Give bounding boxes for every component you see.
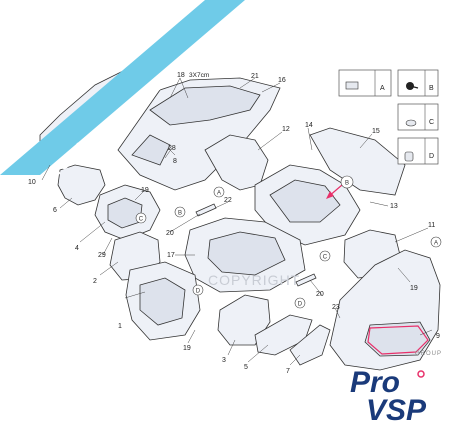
logo-line2: VSP	[366, 394, 427, 427]
logo-line1: Pro	[350, 366, 400, 399]
svg-text:B: B	[178, 211, 182, 217]
callout-18: 18	[177, 72, 185, 79]
callout-14: 14	[305, 122, 313, 129]
ref-circle-b-1: B	[174, 206, 186, 218]
leader-lines	[41, 77, 433, 366]
callout-9: 9	[436, 333, 440, 340]
svg-text:A: A	[380, 85, 385, 92]
callout-10: 10	[28, 179, 36, 186]
ref-circle-c-2: C	[135, 212, 147, 224]
svg-text:A: A	[434, 241, 438, 247]
washer-icon	[405, 119, 417, 127]
callout-1: 1	[118, 323, 122, 330]
svg-text:D: D	[196, 289, 201, 295]
rear-floor	[254, 164, 361, 246]
svg-text:D: D	[429, 153, 434, 160]
callout-3: 3	[222, 357, 226, 364]
ref-circle-a-2: A	[430, 236, 442, 248]
rear-shelf	[309, 127, 406, 196]
left-front-pillar	[57, 164, 106, 206]
copyright-text: COPYRIGHT	[208, 272, 300, 288]
logo-tag: GROUP	[415, 351, 442, 357]
svg-text:B: B	[345, 181, 349, 187]
ref-circle-d-1: D	[192, 284, 204, 296]
ref-circle-a-1: A	[213, 186, 225, 198]
callout-4: 4	[75, 245, 79, 252]
callout-19-c: 19	[410, 285, 418, 292]
callout-19-a: 19	[141, 187, 149, 194]
legend-box-25: B	[397, 69, 439, 97]
svg-text:B: B	[429, 85, 434, 92]
dimension-note: 3X7cm	[189, 72, 209, 79]
clip-icon	[345, 81, 359, 90]
callout-23: 23	[332, 304, 340, 311]
callout-21: 21	[251, 73, 259, 80]
ref-circle-b-2: B	[340, 175, 354, 189]
logo-dot-icon	[417, 370, 425, 378]
svg-text:D: D	[298, 302, 303, 308]
bracket-20-b	[295, 273, 317, 287]
callout-15: 15	[372, 128, 380, 135]
ref-circle-d-2: D	[294, 297, 306, 309]
callout-29: 29	[98, 252, 106, 259]
callout-13: 13	[390, 203, 398, 210]
right-quarter-panel	[329, 249, 441, 371]
callout-17: 17	[167, 252, 175, 259]
callouts: 1 2 3 4 5 6 7 8 9 10 11 12 13 14 15 16 1…	[28, 72, 440, 375]
callout-5: 5	[244, 364, 248, 371]
callout-12: 12	[282, 126, 290, 133]
highlight-arrow	[326, 184, 343, 199]
callout-7: 7	[286, 368, 290, 375]
callout-8: 8	[173, 158, 177, 165]
callout-22: 22	[224, 197, 232, 204]
front-floor	[125, 261, 201, 341]
svg-text:C: C	[323, 255, 328, 261]
roof-panel	[117, 77, 281, 191]
legend-box-24: A	[338, 69, 392, 97]
front-left-inner	[94, 184, 161, 241]
highlight-outline	[367, 325, 429, 355]
svg-text:C: C	[139, 217, 144, 223]
callout-2: 2	[93, 278, 97, 285]
callout-11: 11	[428, 222, 435, 229]
center-floor	[184, 217, 306, 293]
callout-20-b: 20	[316, 291, 324, 298]
callout-20-a: 20	[166, 230, 174, 237]
plug-icon	[404, 151, 414, 162]
callout-16: 16	[278, 77, 286, 84]
legend-box-26: C	[397, 103, 439, 131]
ref-circle-c-1: C	[319, 250, 331, 262]
svg-text:A: A	[217, 191, 221, 197]
legend-box-27: D	[397, 137, 439, 165]
bracket-20-a	[195, 203, 217, 217]
callout-19-b: 19	[183, 345, 191, 352]
provsp-logo: Pro VSP GROUP	[350, 351, 442, 427]
callout-28: 28	[168, 145, 176, 152]
rear-frame	[204, 134, 269, 191]
callout-6: 6	[53, 207, 57, 214]
svg-text:C: C	[429, 119, 434, 126]
